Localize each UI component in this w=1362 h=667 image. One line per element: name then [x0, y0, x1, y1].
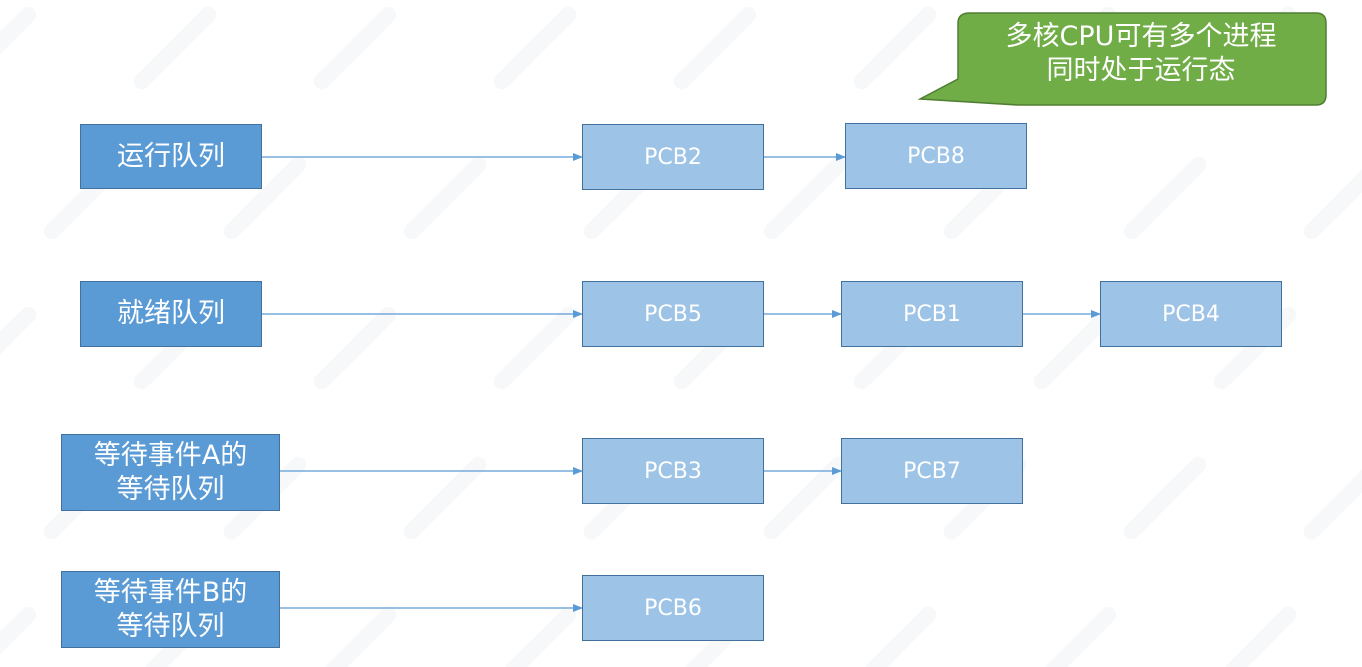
pcb-label: PCB6 — [644, 595, 702, 621]
queue-head-label: 运行队列 — [117, 140, 225, 172]
callout-text: 多核CPU可有多个进程同时处于运行态 — [1005, 21, 1277, 86]
pcb-label: PCB2 — [644, 144, 702, 170]
pcb-node: PCB2 — [582, 124, 764, 190]
pcb-node: PCB4 — [1100, 281, 1282, 347]
pcb-label: PCB1 — [903, 301, 961, 327]
queue-head-wait-b: 等待事件B的等待队列 — [61, 571, 280, 648]
pcb-node: PCB7 — [841, 438, 1023, 504]
pcb-node: PCB6 — [582, 575, 764, 641]
pcb-node: PCB8 — [845, 123, 1027, 189]
queue-head-running: 运行队列 — [80, 124, 262, 189]
queue-head-label: 就绪队列 — [117, 298, 225, 329]
queue-head-label: 等待事件B的等待队列 — [93, 576, 248, 642]
pcb-node: PCB5 — [582, 281, 764, 347]
queue-head-label: 等待事件A的等待队列 — [93, 439, 248, 505]
pcb-label: PCB5 — [644, 301, 702, 327]
pcb-node: PCB1 — [841, 281, 1023, 347]
pcb-node: PCB3 — [582, 438, 764, 504]
pcb-label: PCB8 — [907, 143, 965, 169]
queue-head-ready: 就绪队列 — [80, 281, 262, 347]
pcb-label: PCB7 — [903, 458, 961, 484]
queue-head-wait-a: 等待事件A的等待队列 — [61, 434, 280, 511]
pcb-label: PCB4 — [1162, 301, 1220, 327]
pcb-label: PCB3 — [644, 458, 702, 484]
callout-bubble — [918, 12, 1327, 106]
